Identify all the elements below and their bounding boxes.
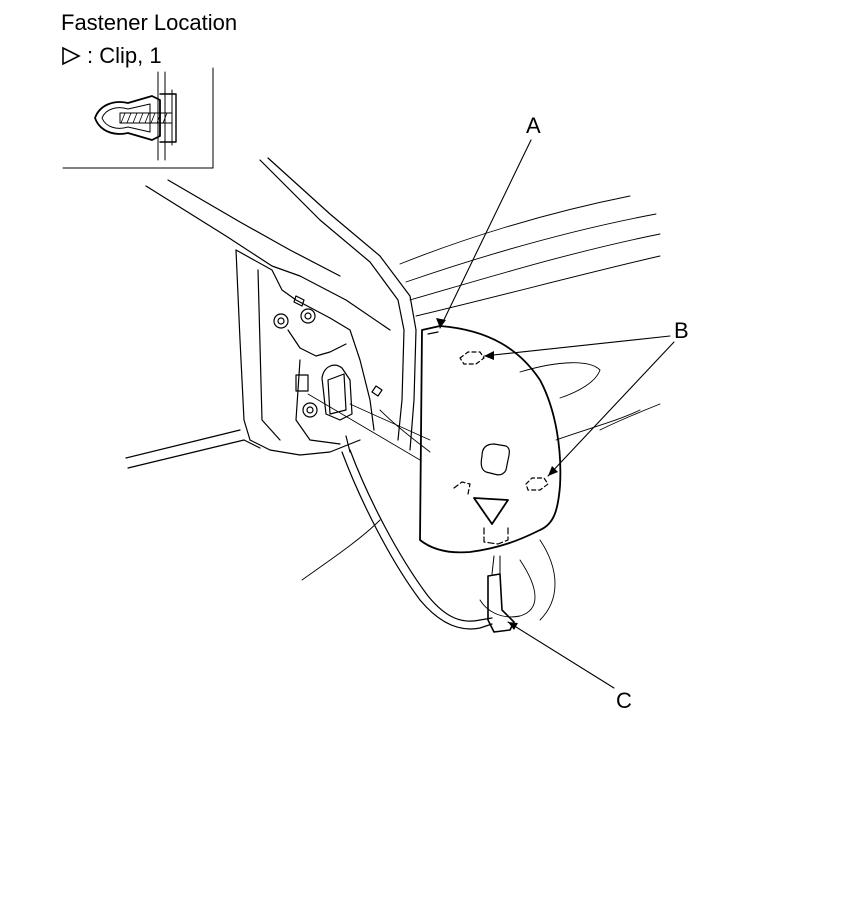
callout-label-c: C	[616, 688, 632, 713]
leader-line-c	[507, 621, 615, 689]
callout-label-a: A	[526, 113, 541, 138]
page-title: Fastener Location	[61, 10, 238, 35]
legend-text: : Clip, 1	[87, 43, 162, 68]
background-contours	[301, 195, 661, 621]
callout-label-b: B	[674, 318, 689, 343]
door-frame	[125, 157, 431, 469]
wire-harness	[341, 435, 515, 633]
leader-lines	[436, 139, 675, 689]
fastener-legend: : Clip, 1	[61, 42, 162, 70]
leader-line-a	[439, 139, 532, 329]
leader-line-b-lower	[547, 341, 675, 477]
mirror-cover	[419, 325, 562, 554]
leader-line-b-upper	[483, 335, 671, 357]
clip-detail-inset	[62, 67, 214, 169]
triangle-outline-icon	[62, 46, 81, 66]
